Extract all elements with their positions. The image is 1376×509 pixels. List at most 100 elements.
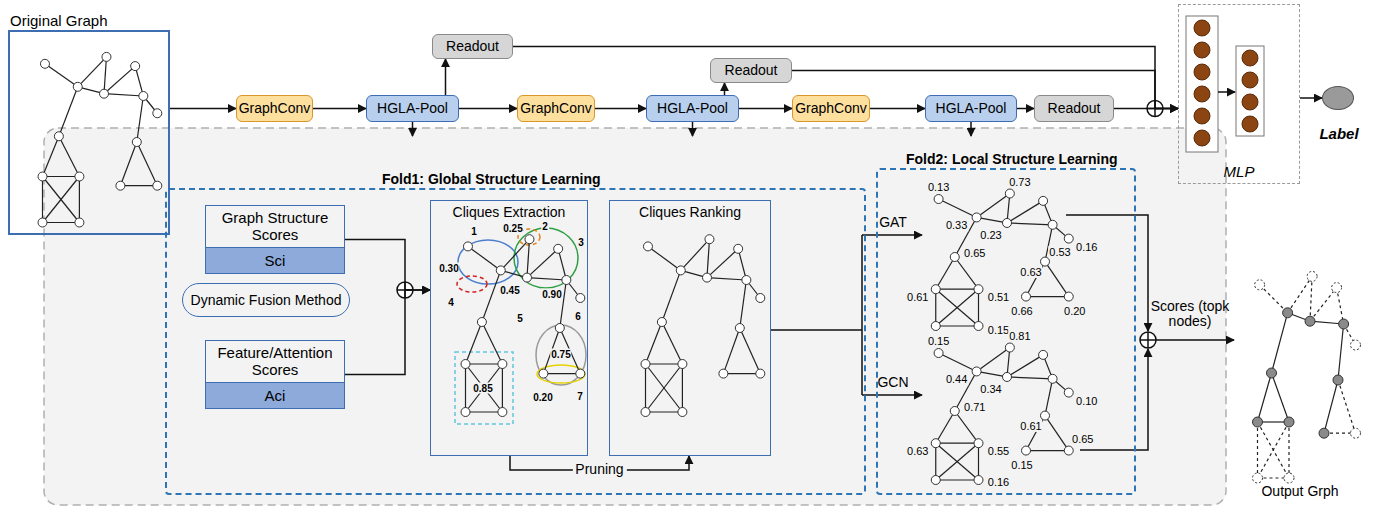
graph-vertex — [1039, 350, 1048, 359]
graph-vertex — [477, 318, 486, 327]
graph-edge — [1007, 223, 1053, 225]
graph-vertex — [641, 360, 650, 369]
graph-vertex — [463, 242, 472, 251]
graph-edge — [1310, 276, 1312, 321]
graph-edge — [939, 199, 977, 217]
graph-vertex — [931, 285, 940, 294]
graph-edge — [939, 353, 977, 371]
node-title: Cliques Extraction — [453, 204, 566, 220]
pool-arrow — [412, 122, 414, 136]
graph-edge — [662, 322, 683, 364]
graph-vertex — [554, 244, 563, 253]
graph-vertex — [1022, 446, 1031, 455]
graph-edge — [43, 136, 59, 176]
graph-vertex — [1005, 189, 1014, 198]
node-title: Fold1: Global Structure Learning — [382, 171, 601, 187]
graph-vertex — [678, 360, 687, 369]
score-wire — [1156, 339, 1234, 341]
graph-edge — [59, 136, 80, 176]
neuron — [1242, 50, 1258, 66]
clique-number: 4 — [447, 297, 455, 308]
graph-figure — [461, 235, 585, 417]
graph-vertex — [461, 360, 470, 369]
graph-edge — [646, 364, 683, 412]
graph-edge — [120, 142, 136, 186]
node-title: Dynamic Fusion Method — [191, 292, 342, 308]
graph-vertex — [116, 181, 125, 190]
split-wire — [862, 234, 922, 236]
node-score: 0.63 — [906, 445, 929, 457]
graph-edge — [936, 289, 979, 326]
graph-edge — [43, 177, 80, 223]
neuron — [1242, 72, 1258, 88]
pool-arrow — [692, 122, 694, 136]
graph-vertex — [1003, 372, 1012, 381]
connector — [345, 239, 430, 290]
node-score: 0.16 — [1075, 241, 1098, 253]
graph-edge — [1288, 422, 1289, 478]
clique-ring — [457, 276, 487, 292]
clique-number: 2 — [541, 221, 549, 232]
node-score: 0.10 — [1075, 395, 1098, 407]
clique-number: 0.25 — [502, 223, 523, 234]
graph-edge — [104, 66, 135, 94]
clique-number: 0.30 — [438, 263, 459, 274]
neuron — [1194, 130, 1210, 146]
connector — [313, 108, 366, 110]
node-score: 0.34 — [979, 383, 1002, 395]
pool-box: HGLA-Pool — [925, 95, 1017, 122]
graph-edge — [707, 239, 709, 277]
score-box: Feature/Attention ScoresAci — [205, 340, 345, 409]
graph-vertex — [132, 138, 141, 147]
graph-edge — [482, 270, 501, 322]
graph-edge — [1258, 422, 1290, 478]
fold2-wires — [771, 215, 1234, 450]
graph-edge — [723, 373, 760, 374]
graph-vertex — [139, 92, 148, 101]
node-score: 0.33 — [945, 219, 968, 231]
node-score: 0.13 — [927, 181, 950, 193]
graph-vertex — [705, 235, 714, 244]
edge-label: Pruning — [572, 462, 626, 477]
graph-vertex — [934, 195, 943, 204]
caption-label: GCN — [877, 375, 908, 390]
graph-edge — [682, 364, 683, 412]
node-title: Feature/Attention Scores — [206, 341, 344, 382]
graph-vertex — [974, 476, 983, 485]
caption-label: Output Grph — [1261, 484, 1338, 499]
graph-vertex — [657, 318, 666, 327]
graph-figure — [931, 189, 1073, 330]
graph-vertex — [1022, 292, 1031, 301]
graph-edge — [740, 328, 761, 374]
graph-vertex — [1048, 374, 1057, 383]
graph-vertex — [1003, 218, 1012, 227]
graph-vertex — [153, 181, 162, 190]
graph-edge — [137, 96, 144, 142]
graph-vertex — [1307, 271, 1317, 281]
layer-frame — [1186, 16, 1218, 152]
graph-edge — [466, 364, 503, 412]
graph-vertex — [38, 172, 47, 181]
graph-edge — [1288, 276, 1313, 312]
graph-edge — [43, 177, 80, 223]
graph-edge — [466, 322, 482, 364]
graph-vertex — [40, 59, 49, 68]
graph-figure — [38, 52, 162, 227]
graph-edge — [936, 479, 979, 480]
graph-vertex — [1305, 316, 1315, 326]
node-score: 0.63 — [1019, 266, 1042, 278]
graph-edge — [936, 257, 955, 289]
sum-cross — [1147, 332, 1149, 348]
node-score: 0.23 — [979, 229, 1002, 241]
graph-vertex — [75, 218, 84, 227]
node-title: Cliques Ranking — [639, 204, 741, 220]
node-title: HGLA-Pool — [936, 100, 1007, 116]
graph-edge — [527, 278, 566, 280]
graph-vertex — [562, 276, 571, 285]
graph-vertex — [555, 324, 564, 333]
graph-edge — [936, 443, 979, 480]
graph-edge — [59, 87, 78, 136]
graph-edge — [1272, 313, 1288, 373]
graph-vertex — [1284, 417, 1294, 427]
